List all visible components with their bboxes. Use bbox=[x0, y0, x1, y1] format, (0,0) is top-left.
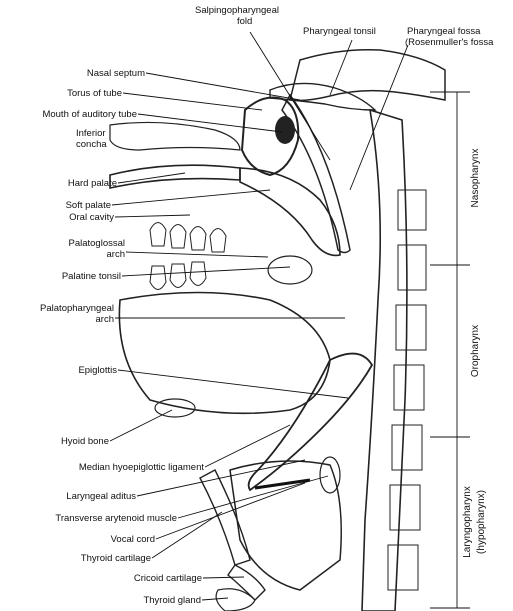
label-oral-cavity: Oral cavity bbox=[69, 212, 114, 223]
vertebra bbox=[398, 245, 426, 290]
leader-epiglottis bbox=[118, 370, 348, 398]
vertebra bbox=[394, 365, 424, 410]
teeth bbox=[150, 223, 226, 290]
label-palatine-tonsil: Palatine tonsil bbox=[62, 271, 121, 282]
larynx-shape bbox=[230, 461, 341, 590]
leader-soft-palate bbox=[112, 190, 270, 205]
label-palatopharyngeal-arch-line2: arch bbox=[96, 314, 114, 325]
vertebra bbox=[398, 190, 426, 230]
thyroid-gland-shape bbox=[216, 589, 255, 611]
label-nasal-septum: Nasal septum bbox=[87, 68, 145, 79]
region-laryngopharynx: Laryngopharynx bbox=[462, 486, 473, 558]
pharyngeal-tonsil-shape bbox=[270, 83, 375, 110]
label-transverse-arytenoid-muscle: Transverse arytenoid muscle bbox=[55, 513, 177, 524]
tooth bbox=[150, 223, 166, 247]
leader-cricoid-cartilage bbox=[203, 577, 244, 578]
label-vocal-cord: Vocal cord bbox=[111, 534, 155, 545]
label-thyroid-cartilage: Thyroid cartilage bbox=[81, 553, 151, 564]
region-labels: Nasopharynx Oropharynx Laryngopharynx (h… bbox=[462, 149, 487, 558]
label-median-hyoepiglottic-ligament: Median hyoepiglottic ligament bbox=[79, 462, 205, 473]
palatine-tonsil-shape bbox=[268, 256, 312, 284]
tooth bbox=[170, 264, 186, 288]
region-hypopharynx: (hypopharynx) bbox=[476, 490, 487, 554]
tooth bbox=[210, 229, 226, 253]
label-inferior-concha-line2: concha bbox=[76, 139, 107, 150]
label-palatoglossal-arch-line1: Palatoglossal bbox=[68, 238, 125, 249]
skull-base bbox=[290, 50, 445, 101]
label-palatoglossal-arch-line2: arch bbox=[107, 249, 125, 260]
epiglottis-shape bbox=[249, 354, 372, 490]
label-hard-palate: Hard palate bbox=[68, 178, 117, 189]
vertebra bbox=[390, 485, 420, 530]
vertebra bbox=[396, 305, 426, 350]
thyroid-cartilage-shape bbox=[200, 470, 250, 565]
salpingopharyngeal-fold-shape bbox=[282, 95, 350, 253]
label-pharyngeal-tonsil: Pharyngeal tonsil bbox=[303, 26, 376, 37]
leader-pharyngeal-tonsil bbox=[330, 40, 352, 95]
auditory-tube-opening bbox=[275, 116, 295, 144]
hyoid-bone-shape bbox=[155, 399, 195, 417]
label-thyroid-gland: Thyroid gland bbox=[143, 595, 201, 606]
tooth bbox=[190, 262, 206, 286]
leader-torus-of-tube bbox=[123, 93, 262, 110]
nasal-concha-shape bbox=[110, 122, 240, 150]
arytenoid-shape bbox=[320, 457, 340, 493]
cricoid-cartilage-shape bbox=[228, 565, 265, 600]
leader-oral-cavity bbox=[115, 215, 190, 217]
tooth bbox=[190, 227, 206, 251]
label-soft-palate: Soft palate bbox=[66, 200, 111, 211]
label-salpingopharyngeal-fold-line2: fold bbox=[237, 16, 252, 27]
soft-palate-shape bbox=[240, 168, 340, 255]
leader-vocal-cord bbox=[156, 483, 305, 539]
label-pharyngeal-fossa-line2: (Rosenmuller's fossa bbox=[405, 37, 494, 48]
hard-palate-shape bbox=[110, 165, 240, 188]
label-inferior-concha-line1: Inferior bbox=[76, 128, 106, 139]
leader-thyroid-gland bbox=[202, 598, 228, 600]
leader-palatoglossal-arch bbox=[126, 252, 268, 257]
leader-nasal-septum bbox=[146, 73, 300, 100]
label-laryngeal-aditus: Laryngeal aditus bbox=[66, 491, 136, 502]
label-torus-of-tube: Torus of tube bbox=[67, 88, 122, 99]
label-mouth-of-auditory-tube: Mouth of auditory tube bbox=[42, 109, 137, 120]
anatomy-illustration bbox=[110, 50, 445, 611]
tongue-shape bbox=[119, 293, 330, 414]
leader-hyoid-bone bbox=[110, 410, 172, 441]
tooth bbox=[170, 225, 186, 249]
label-epiglottis: Epiglottis bbox=[78, 365, 117, 376]
leader-pharyngeal-fossa bbox=[350, 45, 408, 190]
region-oropharynx: Oropharynx bbox=[470, 325, 481, 377]
label-cricoid-cartilage: Cricoid cartilage bbox=[134, 573, 202, 584]
label-salpingopharyngeal-fold-line1: Salpingopharyngeal bbox=[195, 5, 279, 16]
vertebra bbox=[388, 545, 418, 590]
label-pharyngeal-fossa-line1: Pharyngeal fossa bbox=[407, 26, 481, 37]
region-nasopharynx: Nasopharynx bbox=[470, 149, 481, 208]
label-palatopharyngeal-arch-line1: Palatopharyngeal bbox=[40, 303, 114, 314]
tooth bbox=[150, 266, 166, 290]
vertebra bbox=[392, 425, 422, 470]
label-hyoid-bone: Hyoid bone bbox=[61, 436, 109, 447]
